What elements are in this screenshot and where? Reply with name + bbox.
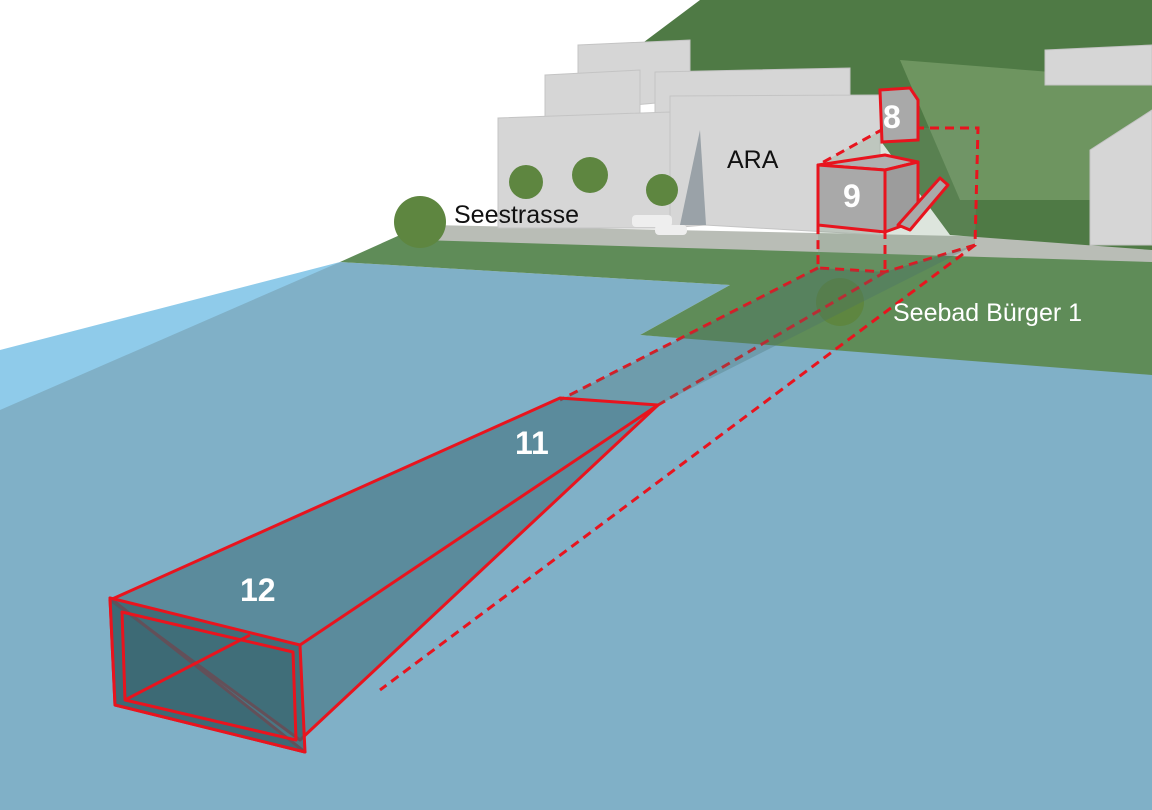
label-ara: ARA [727, 146, 779, 174]
element-9-label: 9 [843, 178, 861, 214]
element-12-box [108, 403, 659, 754]
forest-hill-light [900, 60, 1152, 200]
building-shadow [680, 130, 706, 225]
car [655, 225, 687, 235]
label-seebad: Seebad Bürger 1 [893, 299, 1083, 327]
element-11-label: 11 [515, 425, 549, 461]
element-8-label: 8 [883, 99, 901, 135]
car [632, 215, 672, 227]
element-12-label: 12 [240, 572, 276, 608]
element-8-box [878, 86, 920, 144]
label-seestrasse: Seestrasse [454, 201, 580, 229]
element-9-box [816, 153, 950, 234]
corridor-shade [560, 245, 975, 405]
seestrasse-road [420, 225, 1152, 262]
